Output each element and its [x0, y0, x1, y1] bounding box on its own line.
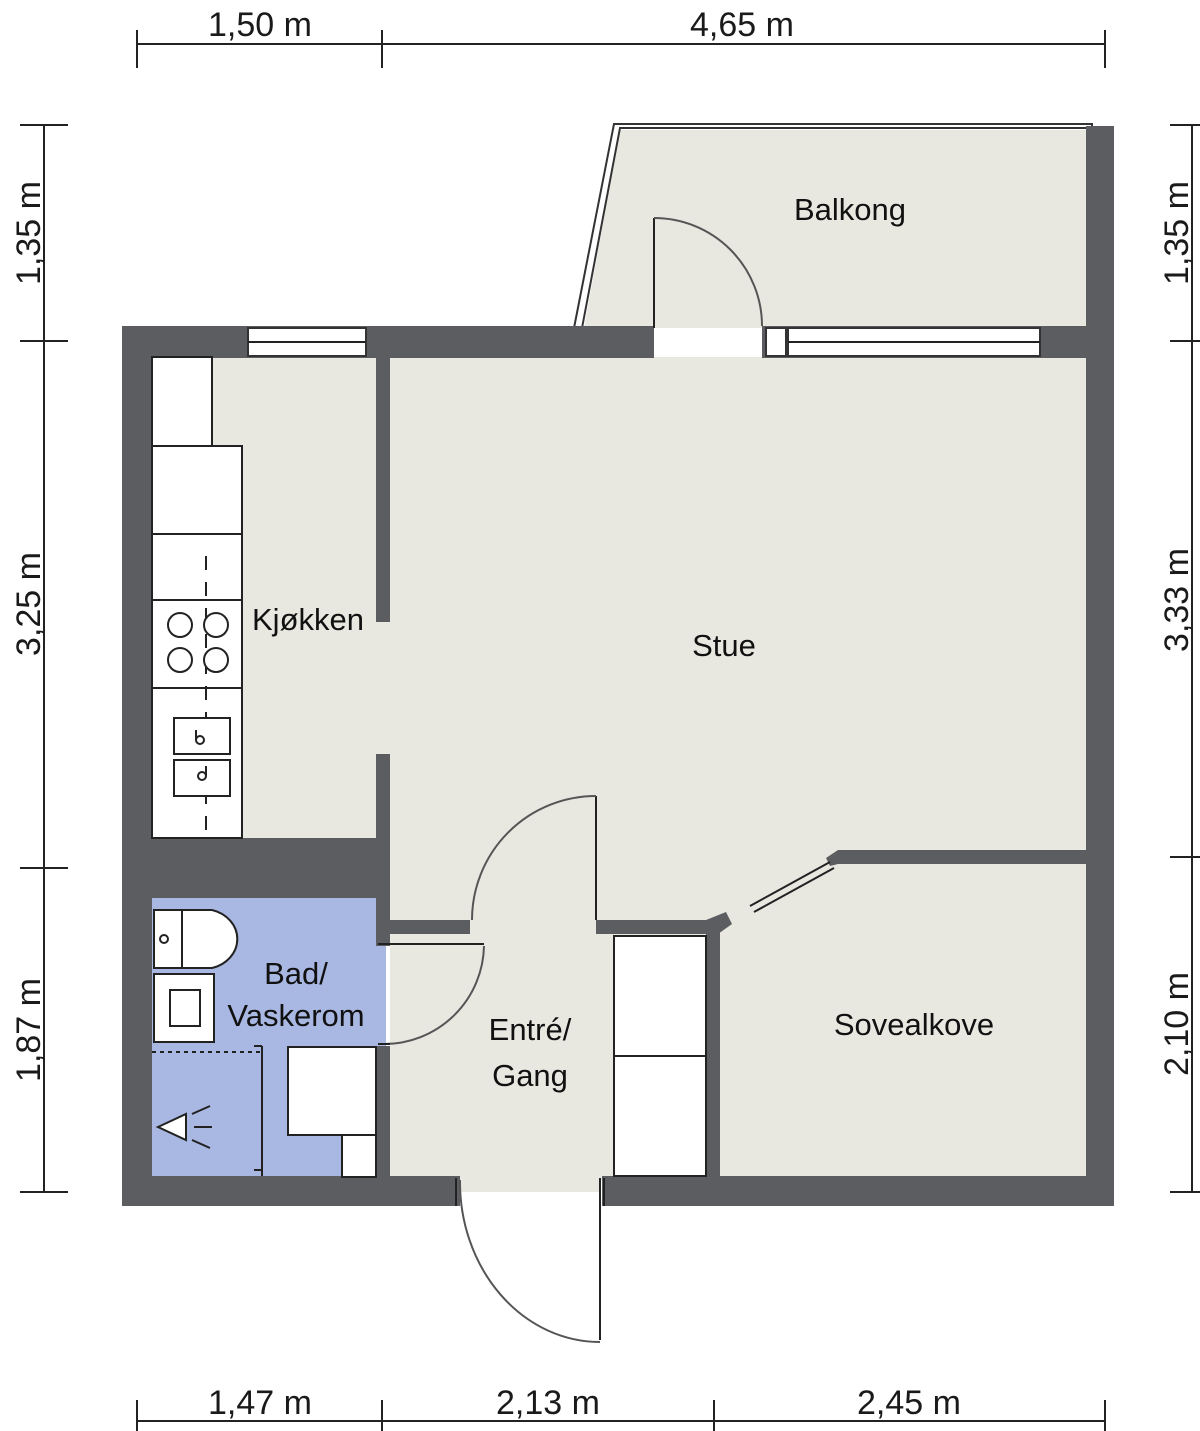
hall-closet: [613, 935, 707, 1177]
left-dim-1: 1,35 m: [10, 181, 48, 285]
windows: [247, 327, 1041, 357]
bottom-dim-1: 1,47 m: [208, 1384, 312, 1422]
top-dim-2: 4,65 m: [690, 6, 794, 44]
left-dim-2: 3,25 m: [10, 552, 48, 656]
right-dim-2: 3,33 m: [1158, 548, 1196, 652]
bottom-dim-2: 2,13 m: [496, 1384, 600, 1422]
floors: [152, 357, 1086, 1192]
fridge: [151, 356, 213, 448]
left-dimension: 1,35 m 3,25 m 1,87 m: [10, 124, 68, 1193]
shower: [152, 1045, 263, 1176]
room-labels: Balkong Kjøkken Stue Bad/ Vaskerom Entré…: [227, 192, 994, 1093]
label-alcove: Sovealkove: [834, 1007, 994, 1042]
bathroom-door: [378, 943, 485, 1045]
label-hall-line2: Gang: [492, 1058, 568, 1093]
entrance-door: [455, 1178, 605, 1343]
washbasin: [153, 973, 215, 1043]
label-hall-line1: Entré/: [489, 1012, 572, 1047]
hall-door: [471, 795, 597, 921]
bathroom-fixtures: [152, 909, 377, 1178]
right-dim-3: 2,10 m: [1158, 972, 1196, 1076]
label-living-room: Stue: [692, 628, 756, 663]
alcove-sliding-door: [749, 861, 835, 913]
balcony: [572, 123, 1114, 342]
balcony-door: [653, 217, 763, 328]
label-bathroom-line1: Bad/: [264, 956, 328, 991]
doors: [378, 217, 835, 1343]
kitchen-sink: [173, 717, 231, 797]
bottom-dim-3: 2,45 m: [857, 1384, 961, 1422]
right-dimension: 1,35 m 3,33 m 2,10 m: [1158, 124, 1200, 1193]
kitchen-fixtures: [151, 356, 243, 839]
washing-machine: [287, 1046, 377, 1136]
label-balcony: Balkong: [794, 192, 906, 227]
stove: [167, 612, 229, 673]
right-dim-1: 1,35 m: [1158, 181, 1196, 285]
toilet: [153, 909, 239, 969]
label-kitchen: Kjøkken: [252, 602, 364, 637]
top-dim-1: 1,50 m: [208, 6, 312, 44]
label-bathroom-line2: Vaskerom: [227, 998, 364, 1033]
left-dim-3: 1,87 m: [10, 978, 48, 1082]
bottom-dimension: 1,47 m 2,13 m 2,45 m: [136, 1384, 1106, 1431]
bath-cabinet: [341, 1134, 377, 1178]
top-dimension: 1,50 m 4,65 m: [136, 6, 1106, 68]
